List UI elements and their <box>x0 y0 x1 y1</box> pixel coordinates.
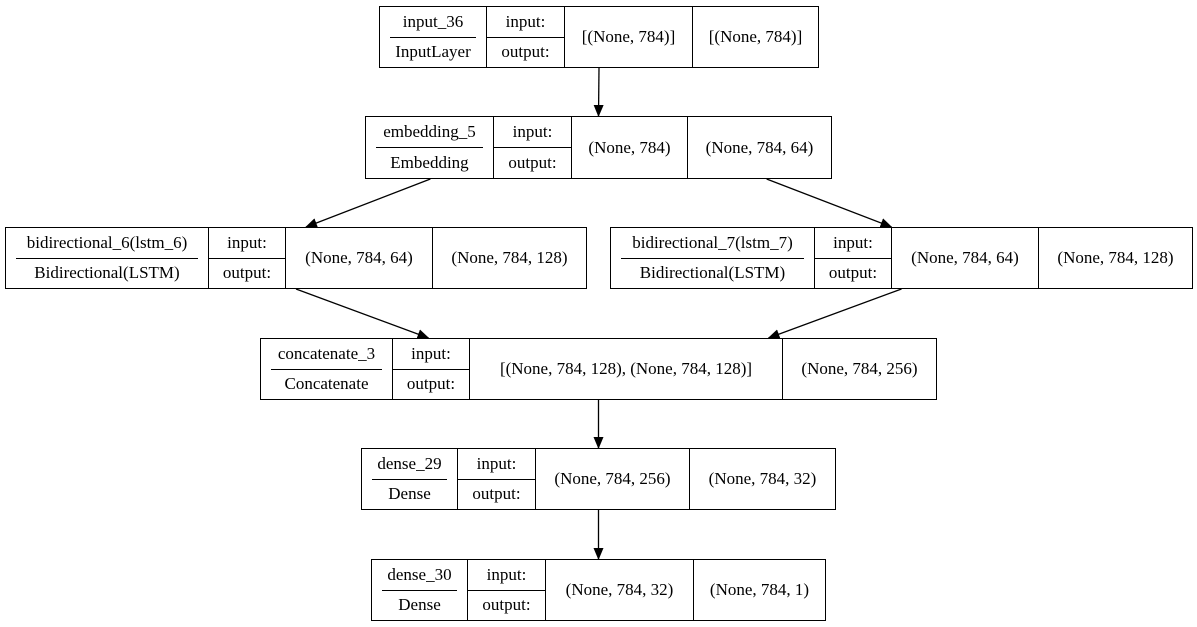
layer-name: bidirectional_6(lstm_6) <box>26 232 188 252</box>
io-labels: input: output: <box>208 228 285 288</box>
output-label: output: <box>468 589 545 621</box>
io-labels: input: output: <box>392 339 469 399</box>
edge-arrow-bidirectional_7-to-concatenate_3 <box>767 288 902 339</box>
layer-node-dense-30: dense_30 Dense input: output: (None, 784… <box>371 559 826 621</box>
layer-name: embedding_5 <box>383 122 476 141</box>
layer-type: Dense <box>382 589 457 621</box>
input-shape: (None, 784, 256) <box>535 449 689 509</box>
io-labels: input: output: <box>457 449 535 509</box>
layer-name: concatenate_3 <box>277 343 376 363</box>
input-label: input: <box>411 343 451 363</box>
output-shape: (None, 784, 32) <box>689 449 835 509</box>
input-label: input: <box>476 453 517 473</box>
output-label: output: <box>494 147 571 178</box>
output-label: output: <box>487 36 564 68</box>
layer-node-dense-29: dense_29 Dense input: output: (None, 784… <box>361 448 836 510</box>
output-shape: [(None, 784)] <box>692 7 818 67</box>
output-label: output: <box>815 257 891 289</box>
layer-node-embedding-5: embedding_5 Embedding input: output: (No… <box>365 116 832 179</box>
input-label: input: <box>227 232 267 252</box>
layer-name: dense_29 <box>377 453 442 473</box>
output-label: output: <box>393 368 469 400</box>
input-label: input: <box>486 564 527 584</box>
input-shape: [(None, 784)] <box>564 7 692 67</box>
edge-arrow-embedding_5-to-bidirectional_7 <box>766 178 893 228</box>
input-shape: (None, 784) <box>571 117 687 178</box>
edge-arrow-embedding_5-to-bidirectional_6 <box>305 178 431 228</box>
output-shape: (None, 784, 1) <box>693 560 825 620</box>
layer-node-bidirectional-6: bidirectional_6(lstm_6) Bidirectional(LS… <box>5 227 587 289</box>
output-label: output: <box>209 257 285 289</box>
input-label: input: <box>505 11 546 31</box>
layer-name: bidirectional_7(lstm_7) <box>632 232 793 252</box>
layer-type: Bidirectional(LSTM) <box>16 257 198 289</box>
layer-node-concatenate-3: concatenate_3 Concatenate input: output:… <box>260 338 937 400</box>
io-labels: input: output: <box>467 560 545 620</box>
layer-name: input_36 <box>402 11 464 31</box>
output-shape: (None, 784, 256) <box>782 339 936 399</box>
layer-identity: embedding_5 Embedding <box>366 117 493 178</box>
edge-arrow-bidirectional_6-to-concatenate_3 <box>295 288 430 339</box>
layer-type: InputLayer <box>390 36 476 68</box>
input-shape: (None, 784, 32) <box>545 560 693 620</box>
input-shape: (None, 784, 64) <box>285 228 432 288</box>
io-labels: input: output: <box>486 7 564 67</box>
input-label: input: <box>512 122 553 141</box>
output-shape: (None, 784, 64) <box>687 117 831 178</box>
io-labels: input: output: <box>814 228 891 288</box>
input-label: input: <box>833 232 873 252</box>
layer-type: Concatenate <box>271 368 382 400</box>
layer-type: Dense <box>372 478 447 510</box>
layer-name: dense_30 <box>387 564 452 584</box>
output-shape: (None, 784, 128) <box>432 228 586 288</box>
layer-type: Bidirectional(LSTM) <box>621 257 804 289</box>
layer-node-input-36: input_36 InputLayer input: output: [(Non… <box>379 6 819 68</box>
output-shape: (None, 784, 128) <box>1038 228 1192 288</box>
io-labels: input: output: <box>493 117 571 178</box>
layer-type: Embedding <box>376 147 483 178</box>
edge-arrow-input_36-to-embedding_5 <box>593 67 604 117</box>
input-shape: [(None, 784, 128), (None, 784, 128)] <box>469 339 782 399</box>
input-shape: (None, 784, 64) <box>891 228 1038 288</box>
layer-identity: input_36 InputLayer <box>380 7 486 67</box>
layer-identity: concatenate_3 Concatenate <box>261 339 392 399</box>
layer-identity: dense_30 Dense <box>372 560 467 620</box>
layer-node-bidirectional-7: bidirectional_7(lstm_7) Bidirectional(LS… <box>610 227 1193 289</box>
layer-identity: dense_29 Dense <box>362 449 457 509</box>
output-label: output: <box>458 478 535 510</box>
layer-identity: bidirectional_7(lstm_7) Bidirectional(LS… <box>611 228 814 288</box>
layer-identity: bidirectional_6(lstm_6) Bidirectional(LS… <box>6 228 208 288</box>
